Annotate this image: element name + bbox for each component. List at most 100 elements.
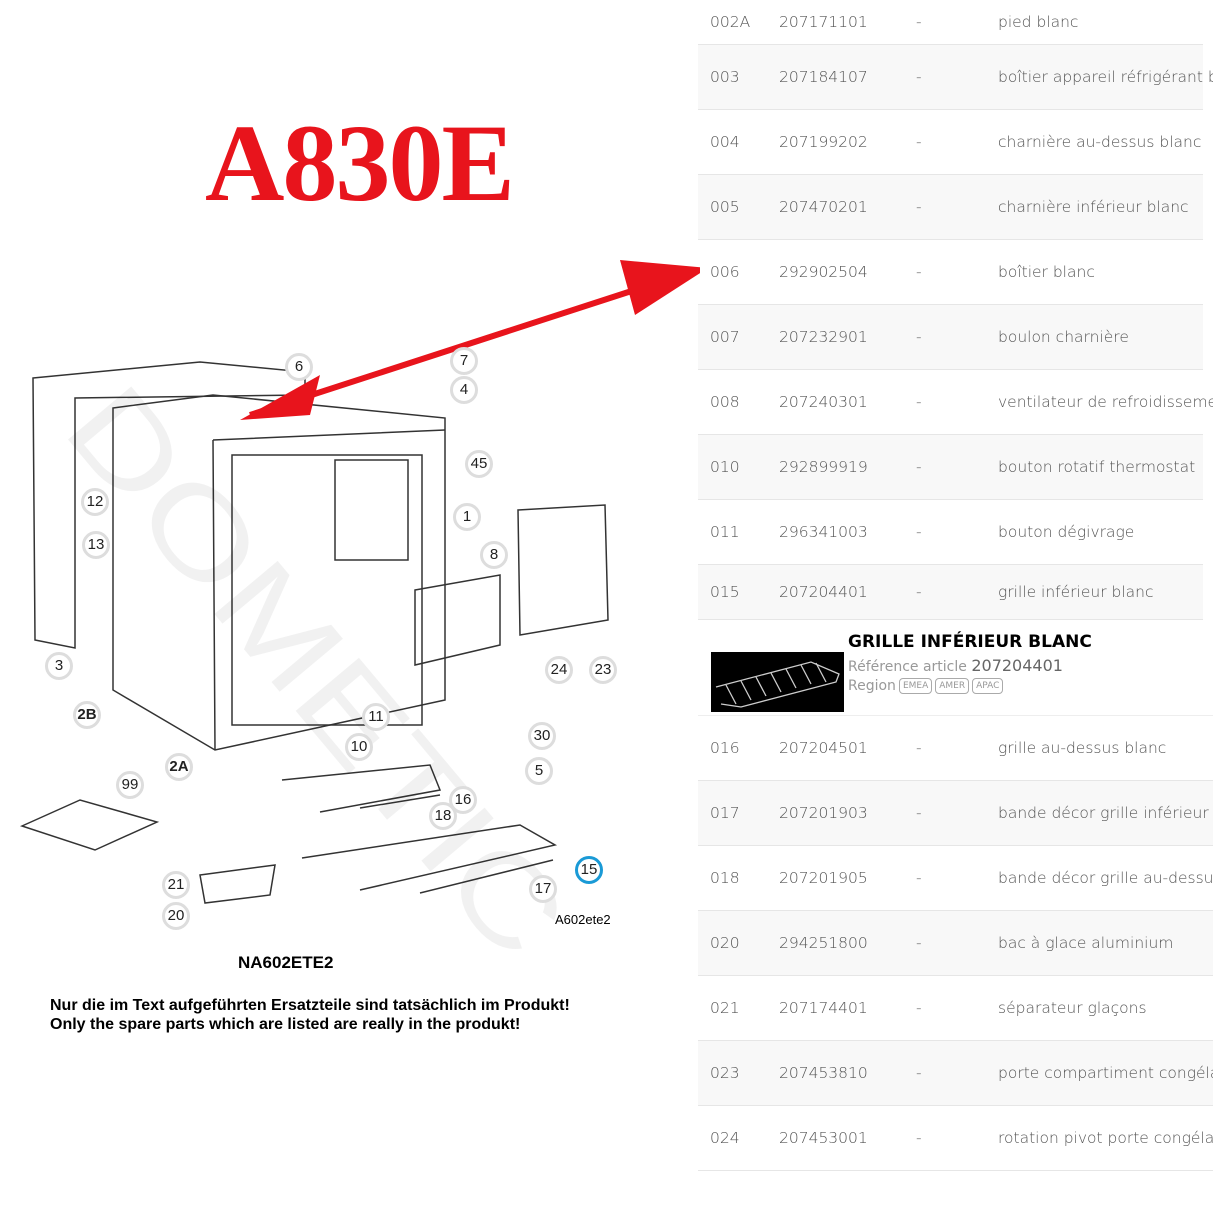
reference: 207470201	[779, 198, 868, 216]
description: boîtier appareil réfrigérant blanc	[998, 68, 1213, 86]
reference: 207453001	[779, 1129, 868, 1147]
dash: -	[916, 739, 922, 757]
position: 003	[710, 68, 740, 86]
reference: 207204401	[779, 583, 868, 601]
reference: 207199202	[779, 133, 868, 151]
upper-shelf	[281, 764, 442, 813]
table-row[interactable]: 024 207453001 - rotation pivot porte congél…	[698, 1106, 1213, 1171]
dash: -	[916, 583, 922, 601]
freezer-door	[517, 504, 609, 636]
position: 008	[710, 393, 740, 411]
red-arrow	[240, 260, 700, 420]
dash: -	[916, 263, 922, 281]
description: ventilateur de refroidissement	[998, 393, 1213, 411]
part-code: NA602ETE2	[238, 953, 334, 972]
description: pied blanc	[998, 13, 1079, 31]
description: séparateur glaçons	[998, 999, 1147, 1017]
note-de: Nur die im Text aufgeführten Ersatzteile…	[50, 997, 570, 1014]
reference: 207204501	[779, 739, 868, 757]
dash: -	[916, 328, 922, 346]
table-row[interactable]: 017 207201903 - bande décor grille inférieu…	[698, 781, 1213, 846]
callout[interactable]: 13	[82, 531, 110, 559]
callout[interactable]: 8	[480, 541, 508, 569]
callout[interactable]: 99	[116, 771, 144, 799]
dash: -	[916, 393, 922, 411]
callout[interactable]: 2A	[165, 753, 193, 781]
position: 017	[710, 804, 740, 822]
dash: -	[916, 999, 922, 1017]
callout[interactable]: 10	[345, 733, 373, 761]
lower-shelf	[301, 824, 558, 891]
position: 024	[710, 1129, 740, 1147]
region-label: Region	[848, 678, 896, 694]
fridge-drawing: DOMETIC	[19, 260, 700, 983]
callout-highlighted[interactable]: 15	[575, 856, 603, 884]
popup-title: GRILLE INFÉRIEUR BLANC	[848, 632, 1092, 652]
callout[interactable]: 11	[362, 703, 390, 731]
reference: 292902504	[779, 263, 868, 281]
dash: -	[916, 1129, 922, 1147]
callout[interactable]: 21	[162, 871, 190, 899]
dash: -	[916, 804, 922, 822]
callout[interactable]: 6	[285, 353, 313, 381]
dash: -	[916, 133, 922, 151]
cabinet	[112, 394, 446, 751]
dash: -	[916, 458, 922, 476]
callout[interactable]: 7	[450, 347, 478, 375]
position: 018	[710, 869, 740, 887]
position: 004	[710, 133, 740, 151]
dash: -	[916, 523, 922, 541]
description: rotation pivot porte congélateur	[998, 1129, 1213, 1147]
part-detail-popup: GRILLE INFÉRIEUR BLANC Référence article…	[698, 620, 1213, 716]
dash: -	[916, 869, 922, 887]
drawing-code: A602ete2	[555, 912, 611, 927]
position: 005	[710, 198, 740, 216]
description: bande décor grille au-dessus	[998, 869, 1213, 887]
callout[interactable]: 24	[545, 656, 573, 684]
table-row[interactable]: 005 207470201 - charnière inférieur blanc	[698, 175, 1203, 240]
callout[interactable]: 1	[453, 503, 481, 531]
callout[interactable]: 18	[429, 802, 457, 830]
callout[interactable]: 23	[589, 656, 617, 684]
description: grille au-dessus blanc	[998, 739, 1167, 757]
callout[interactable]: 3	[45, 652, 73, 680]
callout[interactable]: 2B	[73, 701, 101, 729]
popup-region: Region EMEA AMER APAC	[848, 678, 1004, 694]
callout[interactable]: 17	[529, 875, 557, 903]
reference: 207184107	[779, 68, 868, 86]
position: 023	[710, 1064, 740, 1082]
description: porte compartiment congélateur	[998, 1064, 1213, 1082]
position: 006	[710, 263, 740, 281]
dash: -	[916, 1064, 922, 1082]
manual-book	[19, 799, 160, 851]
region-badge: AMER	[935, 678, 970, 694]
callout[interactable]: 12	[81, 488, 109, 516]
model-title: A830E	[205, 102, 515, 224]
callout[interactable]: 45	[465, 450, 493, 478]
callout[interactable]: 20	[162, 902, 190, 930]
region-badge: EMEA	[898, 678, 933, 694]
description: bande décor grille inférieur	[998, 804, 1209, 822]
callout[interactable]: 4	[450, 376, 478, 404]
reference: 207201903	[779, 804, 868, 822]
description: charnière inférieur blanc	[998, 198, 1189, 216]
callout[interactable]: 30	[528, 722, 556, 750]
dash: -	[916, 198, 922, 216]
callout[interactable]: 5	[525, 757, 553, 785]
description: bouton rotatif thermostat	[998, 458, 1196, 476]
